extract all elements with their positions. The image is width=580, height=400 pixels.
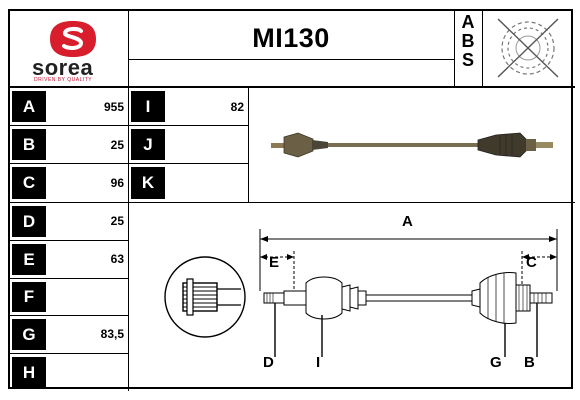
- row-key-k: K: [131, 167, 165, 199]
- row-key-h: H: [12, 357, 46, 388]
- callout-label-b: B: [524, 354, 535, 371]
- callout-label-d: D: [263, 354, 274, 371]
- row-value-c: 96: [110, 176, 124, 190]
- sorea-logo-icon: [44, 19, 102, 59]
- dimension-label-e: E: [269, 254, 280, 271]
- header-divider: [482, 11, 483, 87]
- part-number-title: MI130: [252, 23, 330, 53]
- row-key-c: C: [12, 167, 46, 199]
- abs-letter-s: S: [461, 50, 474, 70]
- abs-letter-b: B: [461, 31, 475, 51]
- row-key-a: A: [12, 91, 46, 122]
- abs-letters: A B S: [454, 13, 482, 70]
- row-key-f: F: [12, 282, 46, 312]
- row-key-i: I: [131, 91, 165, 122]
- row-key-g: G: [12, 319, 46, 350]
- row-line: [10, 125, 248, 126]
- table-divider: [128, 87, 129, 391]
- header-bottom-line: [10, 86, 575, 88]
- row-key-e: E: [12, 244, 46, 275]
- row-line: [10, 240, 128, 241]
- brand-slogan: DRIVEN BY QUALITY: [34, 77, 93, 83]
- row-line: [10, 278, 128, 279]
- dimension-label-c: C: [526, 254, 537, 271]
- row-value-a: 955: [103, 100, 124, 114]
- row-value-b: 25: [110, 138, 124, 152]
- row-value-i: 82: [230, 100, 244, 114]
- brand-name: sorea: [32, 55, 94, 80]
- row-key-d: D: [12, 206, 46, 237]
- callout-label-g: G: [490, 354, 502, 371]
- table-divider: [248, 87, 249, 202]
- datasheet: sorea DRIVEN BY QUALITY MI130 A B S A B …: [8, 9, 575, 391]
- abs-ring-icon: [490, 15, 566, 81]
- callout-label-i: I: [316, 354, 321, 371]
- row-value-d: 25: [110, 214, 124, 228]
- dimension-label-a: A: [402, 213, 413, 230]
- row-line: [10, 163, 248, 164]
- row-value-g: 83,5: [100, 327, 124, 341]
- drive-shaft-photo: [268, 121, 558, 169]
- row-key-b: B: [12, 129, 46, 160]
- table-divider: [128, 202, 575, 203]
- header-divider: [128, 11, 129, 87]
- row-key-j: J: [131, 129, 165, 160]
- header-divider: [454, 11, 455, 87]
- row-line: [10, 353, 128, 354]
- spline-detail-icon: [163, 255, 247, 339]
- row-line: [10, 315, 128, 316]
- row-value-e: 63: [110, 252, 124, 266]
- drive-shaft-diagram: [254, 211, 572, 389]
- abs-letter-a: A: [461, 12, 475, 32]
- row-line: [10, 202, 128, 203]
- title-underline: [128, 59, 454, 60]
